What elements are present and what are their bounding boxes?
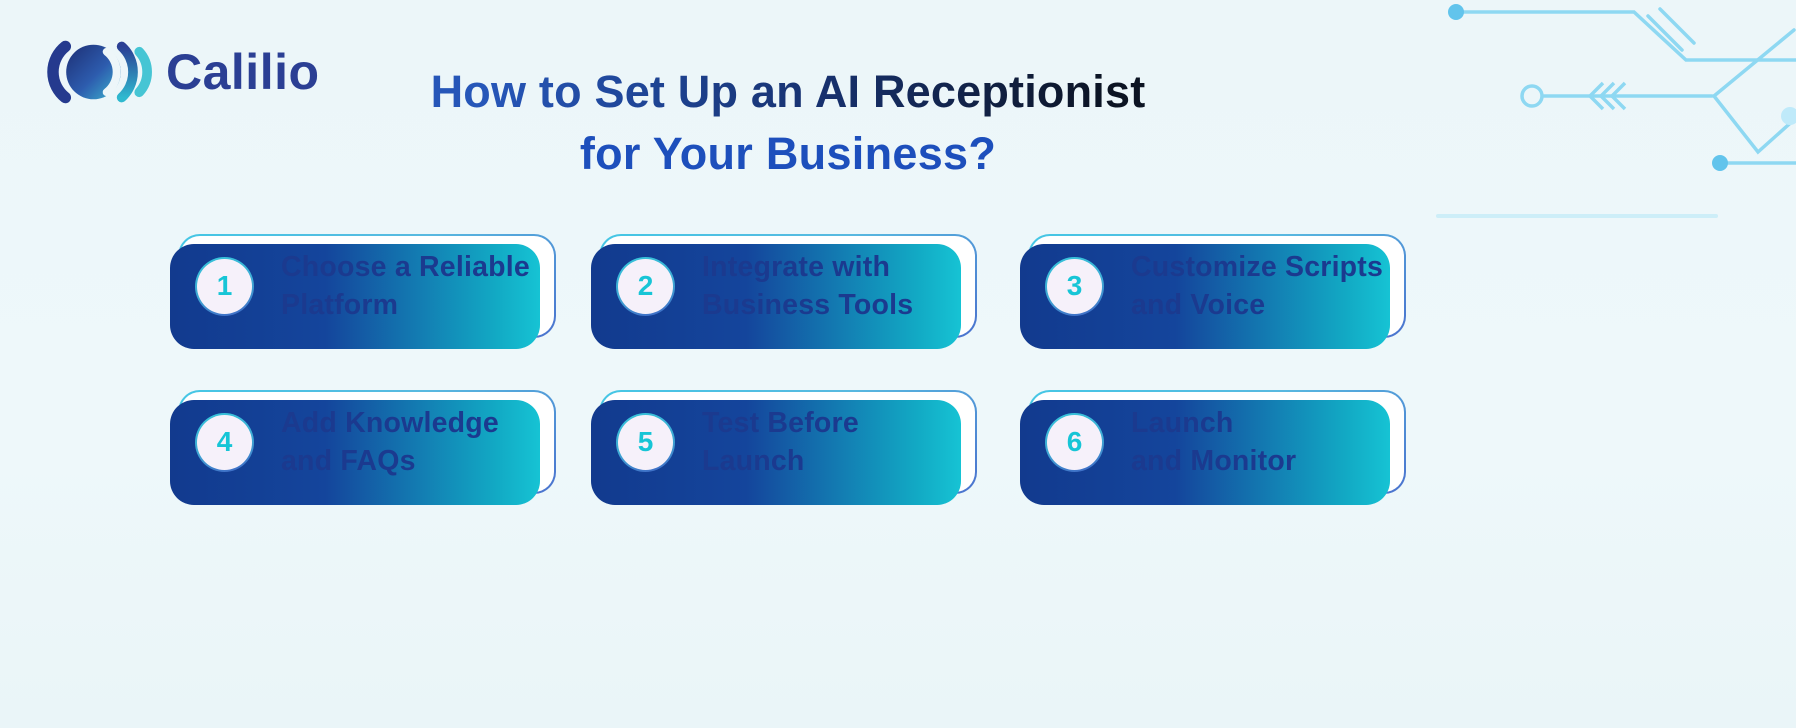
step-label-line1: Integrate with [702, 251, 891, 283]
step-number-badge: 5 [616, 413, 675, 472]
step-label-line1: Choose a Reliable [281, 251, 530, 283]
step-label-line2: and FAQs [281, 445, 416, 477]
step-label-line2: Platform [281, 289, 399, 321]
page-title: How to Set Up an AI Receptionist for You… [0, 66, 1576, 180]
brand-name: Calilio [166, 44, 320, 100]
step-label-line1: Launch [1131, 407, 1234, 439]
step-label: Add Knowledge and FAQs [281, 404, 499, 480]
step-label-line2: Launch [702, 445, 805, 477]
circuit-decoration-icon [1436, 4, 1796, 218]
step-number-badge: 4 [195, 413, 254, 472]
step-number-badge: 1 [195, 257, 254, 316]
step-label-line1: Add Knowledge [281, 407, 499, 439]
step-label-line2: and Voice [1131, 289, 1266, 321]
step-label-line1: Test Before [702, 407, 859, 439]
calilio-logo-icon [47, 40, 152, 104]
step-label-line2: and Monitor [1131, 445, 1297, 477]
step-number-badge: 6 [1045, 413, 1104, 472]
step-label: Choose a Reliable Platform [281, 248, 530, 324]
step-card-5: 5 Test Before Launch [591, 390, 977, 505]
title-line1: How to Set Up an AI Receptionist [430, 66, 1146, 117]
step-label-line2: Business Tools [702, 289, 914, 321]
step-card-3: 3 Customize Scripts and Voice [1020, 234, 1406, 349]
step-card-6: 6 Launch and Monitor [1020, 390, 1406, 505]
step-card-2: 2 Integrate with Business Tools [591, 234, 977, 349]
step-label: Launch and Monitor [1131, 404, 1296, 480]
step-number-badge: 3 [1045, 257, 1104, 316]
step-label: Customize Scripts and Voice [1131, 248, 1383, 324]
title-line2: for Your Business? [579, 128, 997, 179]
step-number-badge: 2 [616, 257, 675, 316]
step-card-1: 1 Choose a Reliable Platform [170, 234, 556, 349]
step-label: Test Before Launch [702, 404, 859, 480]
steps-grid: 1 Choose a Reliable Platform 2 Integrate… [170, 234, 1406, 505]
calilio-logo: Calilio [38, 28, 320, 116]
step-label: Integrate with Business Tools [702, 248, 913, 324]
step-label-line1: Customize Scripts [1131, 251, 1384, 283]
step-card-4: 4 Add Knowledge and FAQs [170, 390, 556, 505]
